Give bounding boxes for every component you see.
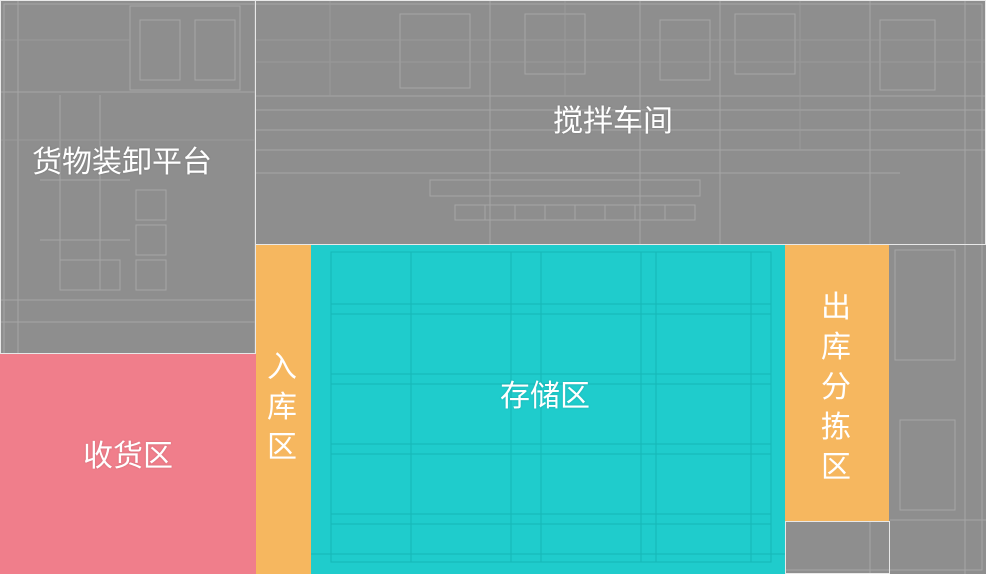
receiving-zone (0, 353, 256, 574)
outbound-sorting-label: 出 库 分 拣 区 (821, 290, 851, 485)
loading-platform-label: 货物装卸平台 (32, 145, 212, 180)
storage-label: 存储区 (500, 379, 590, 414)
receiving-label: 收货区 (83, 439, 173, 474)
mixing-workshop-label: 搅拌车间 (553, 104, 673, 139)
storage-zone (311, 244, 785, 574)
lower-right-outline (785, 521, 890, 574)
inbound-zone (256, 244, 311, 574)
inbound-label: 入 库 区 (267, 350, 297, 465)
outbound-sorting-zone (785, 244, 889, 522)
storage-racks (311, 251, 785, 563)
